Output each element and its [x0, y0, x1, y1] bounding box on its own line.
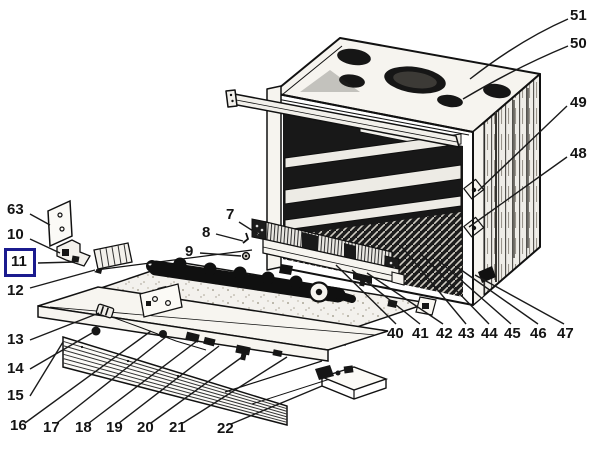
part-label-46[interactable]: 46 — [530, 325, 547, 342]
part-label-13[interactable]: 13 — [7, 331, 24, 348]
part-label-12[interactable]: 12 — [7, 282, 24, 299]
part-label-18[interactable]: 18 — [75, 419, 92, 436]
burner-holes — [337, 48, 511, 108]
part-label-49[interactable]: 49 — [570, 94, 587, 111]
part-label-8[interactable]: 8 — [202, 224, 211, 241]
part-label-14[interactable]: 14 — [7, 360, 24, 377]
front-louver-panel — [62, 335, 288, 426]
left-parts — [47, 199, 133, 270]
oven-top-face — [272, 37, 541, 136]
part-label-20[interactable]: 20 — [137, 419, 154, 436]
vent-grille — [251, 218, 405, 287]
part-label-15[interactable]: 15 — [7, 387, 24, 404]
part-label-16[interactable]: 16 — [10, 417, 27, 434]
hook-part — [242, 232, 250, 244]
oven-shelves — [284, 133, 462, 231]
mounting-bracket — [224, 360, 389, 405]
part-label-44[interactable]: 44 — [481, 325, 498, 342]
knob-part — [91, 326, 101, 336]
part-label-19[interactable]: 19 — [106, 419, 123, 436]
part-label-48[interactable]: 48 — [570, 145, 587, 162]
part-label-7[interactable]: 7 — [226, 206, 235, 223]
bracket-part-10-11 — [56, 239, 91, 267]
highlight-box-part-11 — [4, 248, 36, 277]
part-label-22[interactable]: 22 — [217, 420, 234, 437]
part-label-21[interactable]: 21 — [169, 419, 186, 436]
part-label-45[interactable]: 45 — [504, 325, 521, 342]
clip-part — [95, 303, 115, 319]
leader-lines — [24, 18, 569, 425]
part-label-50[interactable]: 50 — [570, 35, 587, 52]
part-label-10[interactable]: 10 — [7, 226, 24, 243]
part-label-11[interactable]: 11 — [11, 253, 27, 270]
part-label-9[interactable]: 9 — [185, 243, 194, 260]
part-label-40[interactable]: 40 — [387, 325, 404, 342]
plate-part-63 — [47, 199, 73, 248]
burner-tube — [146, 257, 356, 303]
part-label-42[interactable]: 42 — [436, 325, 453, 342]
part-label-63[interactable]: 63 — [7, 201, 24, 218]
slotted-part-12 — [93, 242, 133, 270]
part-label-41[interactable]: 41 — [412, 325, 429, 342]
handle-rail — [225, 89, 460, 148]
part-label-51[interactable]: 51 — [570, 7, 587, 24]
part-label-47[interactable]: 47 — [557, 325, 574, 342]
part-label-17[interactable]: 17 — [43, 419, 60, 436]
part-label-43[interactable]: 43 — [458, 325, 475, 342]
